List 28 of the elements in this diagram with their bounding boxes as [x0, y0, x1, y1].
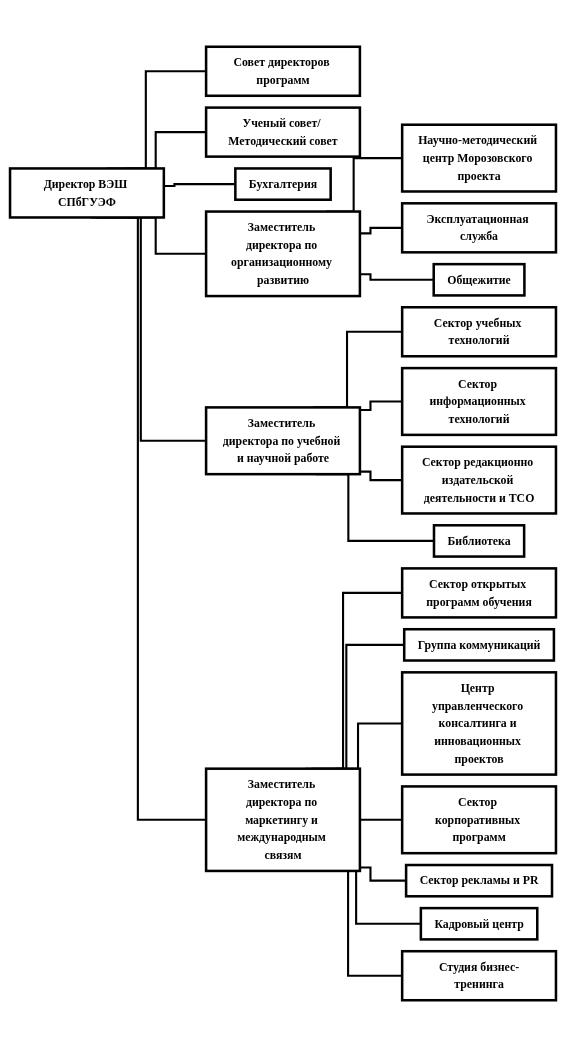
connector	[359, 818, 403, 821]
node-box: Библиотека	[432, 524, 526, 558]
node-box: Заместитель директора по маркетингу и международным связям	[204, 767, 362, 873]
node-box: Сектор учебных технологий	[400, 306, 558, 358]
connector	[163, 183, 236, 188]
node-box: Эксплуатационная служба	[400, 202, 558, 254]
node-box: Центр управленческого консалтинга и инновационных проектов	[400, 671, 558, 776]
node-box: Сектор рекламы и PR	[404, 863, 554, 898]
node-box: Заместитель директора по учебной и научной работе	[204, 406, 362, 476]
node-box: Сектор редакционно издательской деятельности и ТСО	[400, 445, 558, 515]
connector	[359, 400, 403, 411]
node-box: Сектор корпоративных программ	[400, 785, 558, 855]
node-box: Научно-методический центр Морозовского проекта	[400, 123, 558, 193]
connector	[359, 470, 403, 482]
node-box: Заместитель директора по организационному развитию	[204, 210, 362, 298]
connector	[359, 273, 434, 281]
node-box: Общежитие	[432, 262, 526, 297]
node-box: Сектор информационных технологий	[400, 366, 558, 437]
node-box: Директор ВЭШ СПбГУЭФ	[8, 167, 166, 219]
connector	[359, 866, 407, 882]
node-box: Ученый совет/ Методический совет	[204, 106, 362, 158]
node-box: Кадровый центр	[419, 906, 539, 941]
node-box: Студия бизнес-тренинга	[400, 949, 558, 1002]
node-box: Группа коммуникаций	[402, 627, 556, 662]
node-box: Бухгалтерия	[234, 167, 332, 201]
node-box: Сектор открытых программ обучения	[400, 567, 558, 619]
node-box: Совет директоров программ	[204, 45, 362, 98]
connector	[359, 226, 403, 235]
